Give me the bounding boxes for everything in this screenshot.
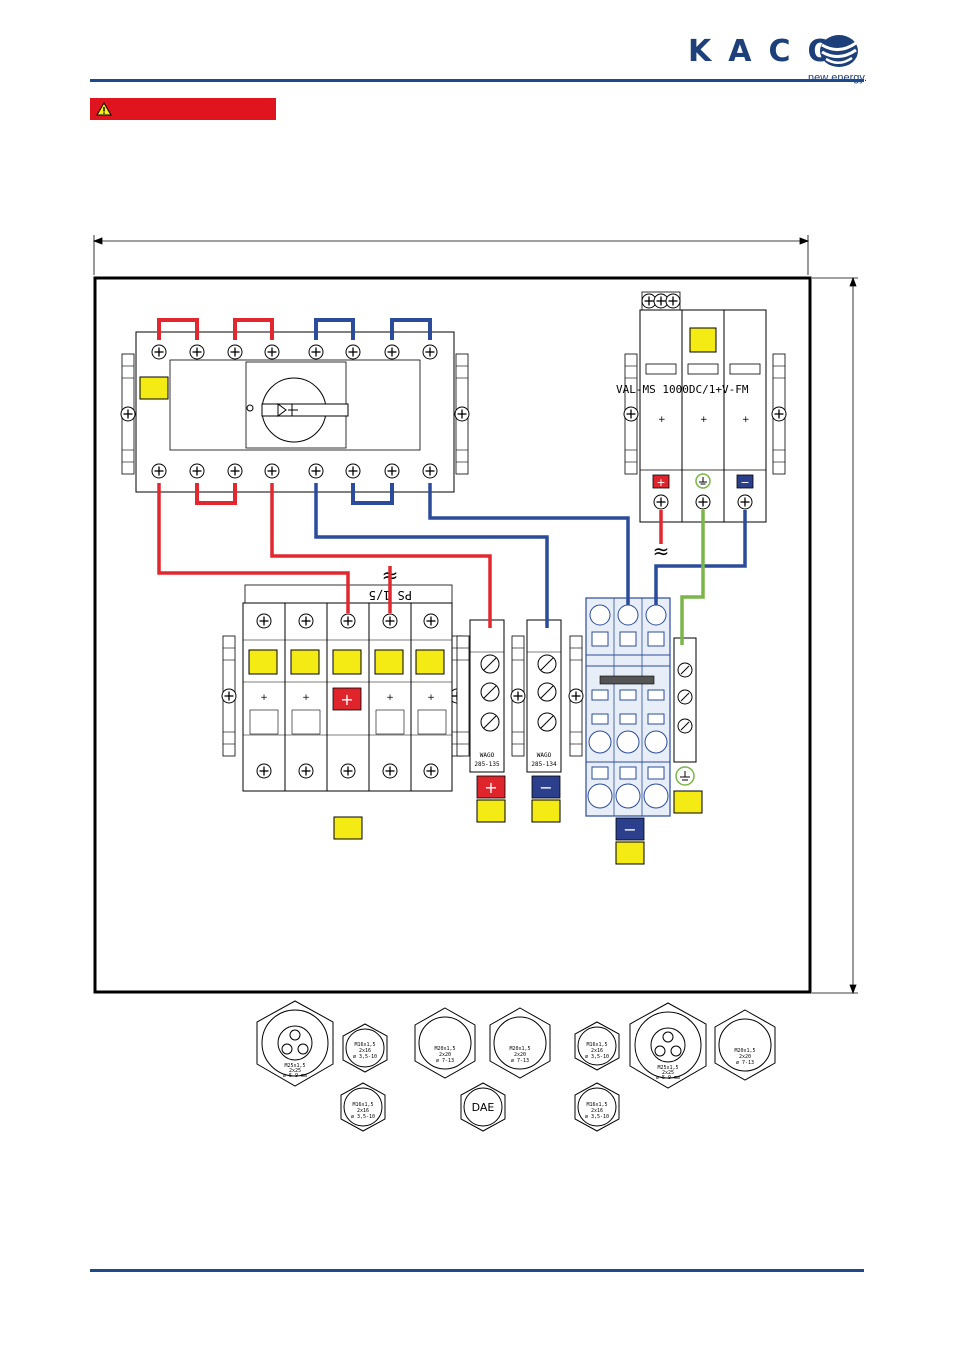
brand-logo-icon [820,35,858,67]
spd-minus-sign: − [740,476,749,489]
gland-dae-label: DAE [472,1101,495,1114]
gland-8-range: ø 3,5-10 [351,1114,375,1120]
gland-5-code: 2x16 [591,1048,603,1054]
wago-plus-sign: + [484,778,497,797]
gland-8-code: 2x16 [357,1108,369,1114]
warning-banner [90,98,276,120]
gland-1-code: 2x25 [289,1068,301,1074]
switch-bottom-jumpers [195,483,394,505]
wago-plus-marker [476,775,506,799]
gland-2-range: ø 3,5-10 [353,1054,377,1060]
wago-minus-sign: − [539,778,552,797]
gland-10-size: M16x1,5 [586,1102,607,1108]
fuse-plus-2: + [302,693,310,703]
gland-5-range: ø 3,5-10 [585,1054,609,1060]
fuse-plus-5: + [427,693,435,703]
gland-1-range: ø 5-9 mm [283,1073,307,1079]
gland-4-size: M20x1,5 [509,1046,530,1052]
wago-terminal-minus: WAGO 285-134 [510,619,584,773]
callout-wago-minus [531,799,561,823]
gland-3-range: ø 7-13 [436,1058,454,1064]
callout-fuse-1 [248,649,278,675]
callout-earth [673,790,703,814]
gland-1-size: M25x1,5 [284,1063,305,1069]
gland-7-range: ø 7-13 [736,1060,754,1066]
callout-fuse-5 [415,649,445,675]
callout-block [615,841,645,865]
cable-glands: M25x1,5 2x25 ø 5-9 mm M16x1,5 2x16 ø 3,5… [256,1000,776,1132]
gland-6-size: M25x1,5 [657,1065,678,1071]
fuse-plus-marker [332,687,362,711]
footer-rule [90,1269,864,1272]
fuse-plus-4: + [386,693,394,703]
gland-8-size: M16x1,5 [352,1102,373,1108]
warning-triangle-icon [96,102,112,116]
gland-7-code: 2x20 [739,1054,751,1060]
gland-4-range: ø 7-13 [511,1058,529,1064]
spd-plus-sign: + [656,476,665,489]
wago-plus-type: 285-135 [474,761,500,768]
wago-minus-name: WAGO [537,752,552,759]
fuse-plus-1: + [260,693,268,703]
gland-6-range: ø 5-9 mm [656,1075,680,1081]
gland-6-code: 2x25 [662,1070,674,1076]
gland-2-size: M16x1,5 [354,1042,375,1048]
callout-switch [139,376,169,400]
spd-label: VAL-MS 1000DC/1+V-FM [616,383,749,396]
spd-plus-2: + [700,415,708,425]
gland-10-range: ø 3,5-10 [585,1114,609,1120]
wires [157,483,747,645]
callout-fuse-3 [332,649,362,675]
gland-2-code: 2x16 [359,1048,371,1054]
callout-spd [689,327,717,353]
blue-terminal-block [585,597,671,817]
gland-3-code: 2x20 [439,1052,451,1058]
block-minus-marker [615,817,645,841]
height-dimension [812,276,858,995]
spd-plus-terminal [652,474,670,489]
callout-wago-plus [476,799,506,823]
width-dimension [92,235,810,275]
callout-fuse-block [333,816,363,840]
gland-5-size: M16x1,5 [586,1042,607,1048]
switch-top-jumpers [157,318,432,340]
dc-switch [120,331,470,493]
gland-4-code: 2x20 [514,1052,526,1058]
earth-terminal [673,637,697,763]
callout-fuse-2 [290,649,320,675]
fuse-plus-marker-sign: + [340,690,353,709]
brand-logo-text: KACO [688,34,850,69]
spd-plus-3: + [742,415,750,425]
spd-minus-terminal [736,474,754,489]
wago-minus-marker [531,775,561,799]
gland-10-code: 2x16 [591,1108,603,1114]
block-minus-sign: − [623,820,636,839]
wago-plus-name: WAGO [480,752,495,759]
wago-minus-type: 285-134 [531,761,557,768]
header-rule [90,79,864,82]
callout-fuse-4 [374,649,404,675]
gland-7-size: M20x1,5 [734,1048,755,1054]
wave-symbol-2: ≈ [653,539,670,563]
spd-plus-1: + [658,415,666,425]
wago-terminal-plus: WAGO 285-135 [456,619,505,773]
gland-3-size: M20x1,5 [434,1046,455,1052]
